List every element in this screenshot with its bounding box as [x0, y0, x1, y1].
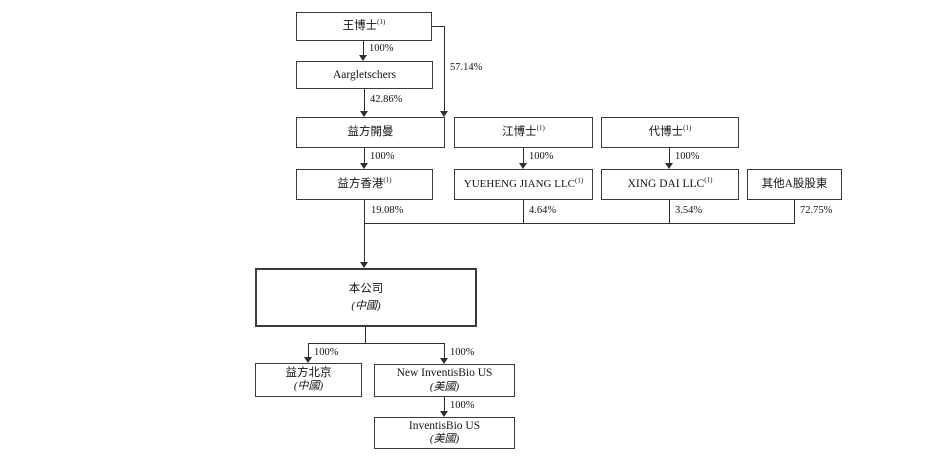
- arrowhead-down-icon: [360, 262, 368, 268]
- arrowhead-down-icon: [304, 357, 312, 363]
- node-jurisdiction: (美國): [429, 380, 460, 393]
- node-dr-jiang: 江博士(1): [454, 117, 593, 148]
- edge-label-yueheng-company: 4.64%: [529, 205, 557, 216]
- arrowhead-down-icon: [665, 163, 673, 169]
- stub-other-a: [794, 200, 795, 223]
- arrowhead-down-icon: [519, 163, 527, 169]
- connector-dai-xingdai-line: [669, 148, 670, 163]
- footnote-superscript: (1): [575, 175, 584, 184]
- node-new-inventisbio-us: New InventisBio US (美國): [374, 364, 515, 397]
- arrowhead-down-icon: [440, 111, 448, 117]
- edge-label-other-company: 72.75%: [800, 205, 833, 216]
- edge-label-hk-company: 19.08%: [371, 205, 404, 216]
- connector-wang-cayman-hline: [432, 26, 445, 27]
- arrowhead-down-icon: [440, 411, 448, 417]
- node-yifang-beijing: 益方北京 (中國): [255, 363, 362, 397]
- node-the-company: 本公司 (中國): [255, 268, 477, 327]
- node-label: 益方開曼: [347, 126, 394, 139]
- node-label: XING DAI LLC(1): [627, 176, 713, 191]
- connector-newinv-inv-line: [444, 397, 445, 411]
- stub-yifang-hk: [364, 200, 365, 223]
- edge-label-jiang-yueheng: 100%: [529, 151, 554, 162]
- stub-new-inventisbio: [444, 343, 445, 358]
- node-label: YUEHENG JIANG LLC(1): [463, 175, 584, 190]
- connector-aargletschers-cayman-line: [364, 89, 365, 111]
- arrowhead-down-icon: [359, 55, 367, 61]
- arrowhead-down-icon: [360, 163, 368, 169]
- arrowhead-down-icon: [440, 358, 448, 364]
- node-label: 王博士(1): [342, 18, 386, 33]
- node-yifang-cayman: 益方開曼: [296, 117, 445, 148]
- edge-label-wang-cayman: 57.14%: [450, 62, 483, 73]
- edge-label-cayman-hk: 100%: [370, 151, 395, 162]
- footnote-superscript: (1): [377, 18, 386, 27]
- node-dr-wang: 王博士(1): [296, 12, 432, 41]
- stub-xingdai: [669, 200, 670, 223]
- edge-label-xingdai-company: 3.54%: [675, 205, 703, 216]
- connector-company-out-line: [365, 327, 366, 343]
- footnote-superscript: (1): [383, 176, 392, 185]
- connector-jiang-yueheng-line: [523, 148, 524, 163]
- stub-beijing: [308, 343, 309, 357]
- node-label: Aargletschers: [332, 68, 396, 81]
- edge-label-company-beijing: 100%: [314, 347, 339, 358]
- edge-label-newinv-inv: 100%: [450, 400, 475, 411]
- edge-label-wang-aargletschers: 100%: [369, 43, 394, 54]
- node-jurisdiction: (中國): [351, 299, 381, 312]
- subsidiary-bus-line: [308, 343, 445, 344]
- node-label: 益方香港(1): [337, 176, 392, 191]
- footnote-superscript: (1): [536, 124, 545, 133]
- arrowhead-down-icon: [360, 111, 368, 117]
- node-yueheng-jiang-llc: YUEHENG JIANG LLC(1): [454, 169, 593, 200]
- node-label: 其他A股股東: [761, 178, 828, 191]
- node-label: 江博士(1): [502, 124, 545, 139]
- footnote-superscript: (1): [704, 176, 713, 185]
- footnote-superscript: (1): [683, 124, 692, 133]
- node-label: 益方北京: [285, 366, 332, 379]
- node-label: 代博士(1): [648, 124, 692, 139]
- node-other-a-shareholders: 其他A股股東: [747, 169, 842, 200]
- edge-label-aargletschers-cayman: 42.86%: [370, 94, 403, 105]
- node-jurisdiction: (美國): [429, 433, 460, 446]
- node-aargletschers: Aargletschers: [296, 61, 433, 89]
- node-xing-dai-llc: XING DAI LLC(1): [601, 169, 739, 200]
- shareholder-bus-line: [364, 223, 795, 224]
- connector-wang-aargletschers-line: [363, 41, 364, 55]
- node-jurisdiction: (中國): [293, 380, 324, 393]
- node-yifang-hongkong: 益方香港(1): [296, 169, 433, 200]
- node-label: New InventisBio US: [396, 367, 493, 380]
- connector-cayman-hk-line: [364, 148, 365, 163]
- node-label: 本公司: [348, 282, 384, 295]
- node-dr-dai: 代博士(1): [601, 117, 739, 148]
- stub-yueheng: [523, 200, 524, 223]
- edge-label-dai-xingdai: 100%: [675, 151, 700, 162]
- connector-wang-cayman-vline: [444, 26, 445, 111]
- edge-label-company-newinventisbio: 100%: [450, 347, 475, 358]
- node-inventisbio-us: InventisBio US (美國): [374, 417, 515, 449]
- node-label: InventisBio US: [408, 419, 481, 432]
- connector-bus-company-line: [364, 223, 365, 262]
